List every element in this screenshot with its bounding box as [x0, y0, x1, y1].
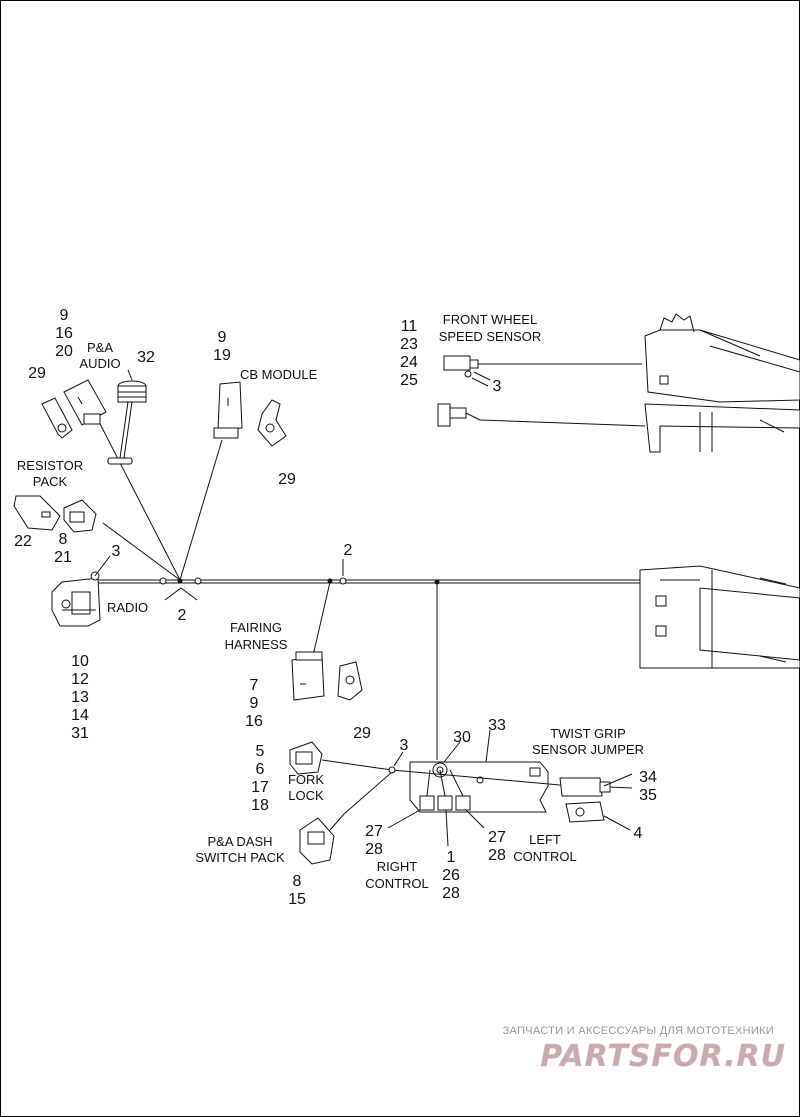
callout: 9: [250, 695, 259, 712]
label-twist-grip-2: SENSOR JUMPER: [532, 742, 644, 757]
callout: 13: [71, 689, 89, 706]
speed-sensor: [443, 355, 642, 387]
radio-unit: [51, 571, 101, 627]
callout: 1: [447, 849, 456, 866]
callout: 16: [55, 325, 73, 342]
callout: 9: [60, 307, 69, 324]
callout: 20: [55, 343, 73, 360]
watermark: ЗАПЧАСТИ И АКСЕССУАРЫ ДЛЯ МОТОТЕХНИКИ PA…: [503, 1025, 786, 1074]
label-p-a-audio-2: AUDIO: [79, 356, 120, 371]
label-left-control-2: CONTROL: [513, 849, 577, 864]
callout-numbers: 9 16 20 29 32 9 19 29 22 8 21 3 2 2 10 1…: [14, 307, 657, 908]
callout: 28: [365, 841, 383, 858]
watermark-brand: PARTSFOR.RU: [540, 1039, 786, 1074]
callout: 8: [59, 531, 68, 548]
callout: 24: [400, 354, 418, 371]
label-cb-module: CB MODULE: [240, 367, 318, 382]
label-twist-grip-1: TWIST GRIP: [550, 726, 626, 741]
callout: 28: [442, 885, 460, 902]
callout: 5: [256, 743, 265, 760]
callout: 35: [639, 787, 657, 804]
label-p-a-audio-1: P&A: [87, 340, 113, 355]
callout: 33: [488, 717, 506, 734]
callout: 34: [639, 769, 657, 786]
callout: 4: [634, 825, 643, 842]
label-fairing-harness-2: HARNESS: [225, 637, 288, 652]
label-front-wheel-2: SPEED SENSOR: [439, 329, 542, 344]
callout: 26: [442, 867, 460, 884]
callout: 22: [14, 533, 32, 550]
watermark-tagline: ЗАПЧАСТИ И АКСЕССУАРЫ ДЛЯ МОТОТЕХНИКИ: [503, 1025, 774, 1037]
callout: 2: [178, 607, 187, 624]
callout: 7: [250, 677, 259, 694]
fairing-harness-connector: [291, 651, 325, 701]
fork-frame-top: [644, 313, 800, 453]
fork-lock-connector: [289, 741, 393, 775]
callout: 31: [71, 725, 89, 742]
component-labels: P&A AUDIO CB MODULE RESISTOR PACK RADIO …: [17, 312, 644, 891]
callout: 29: [278, 471, 296, 488]
p-a-audio-connector: [63, 379, 107, 426]
callout: 28: [488, 847, 506, 864]
dash-switch-connector: [299, 771, 393, 865]
label-dash-switch-1: P&A DASH: [207, 834, 272, 849]
resistor-connector: [63, 499, 97, 533]
label-fork-lock-1: FORK: [288, 772, 324, 787]
harness-clip: [159, 577, 440, 601]
control-clip: [388, 766, 396, 774]
label-fork-lock-2: LOCK: [288, 788, 324, 803]
callout: 30: [453, 729, 471, 746]
callout: 9: [218, 329, 227, 346]
callout: 18: [251, 797, 269, 814]
callout: 17: [251, 779, 269, 796]
callout: 29: [28, 365, 46, 382]
label-radio: RADIO: [107, 600, 148, 615]
callout: 15: [288, 891, 306, 908]
callout: 23: [400, 336, 418, 353]
label-resistor-pack-1: RESISTOR: [17, 458, 83, 473]
callout: 12: [71, 671, 89, 688]
cb-module-connector: [213, 381, 243, 439]
callout: 21: [54, 549, 72, 566]
callout: 16: [245, 713, 263, 730]
callout: 27: [488, 829, 506, 846]
label-resistor-pack-2: PACK: [33, 474, 68, 489]
label-right-control-2: CONTROL: [365, 876, 429, 891]
label-fairing-harness-1: FAIRING: [230, 620, 282, 635]
main-harness: [92, 413, 640, 760]
callout: 6: [256, 761, 265, 778]
callout: 14: [71, 707, 89, 724]
callout: 29: [353, 725, 371, 742]
leader-lines: [94, 369, 633, 847]
callout: 27: [365, 823, 383, 840]
label-left-control-1: LEFT: [529, 832, 561, 847]
callout: 11: [401, 318, 418, 335]
label-dash-switch-2: SWITCH PACK: [195, 850, 285, 865]
callout: 3: [112, 543, 121, 560]
jumper-connector: [559, 777, 611, 797]
callout: 10: [71, 653, 89, 670]
callout: 25: [400, 372, 418, 389]
jumper-bracket: [565, 801, 605, 823]
label-right-control-1: RIGHT: [377, 859, 418, 874]
callout: 3: [493, 378, 502, 395]
callout: 32: [137, 349, 155, 366]
cb-bracket: [257, 399, 287, 447]
callout: 3: [400, 737, 409, 754]
speed-sensor-lower: [437, 403, 646, 427]
fairing-bracket: [337, 661, 363, 701]
callout: 2: [344, 542, 353, 559]
label-front-wheel-1: FRONT WHEEL: [443, 312, 537, 327]
audio-antenna-connector: [107, 380, 147, 465]
resistor-pack: [13, 495, 61, 531]
audio-bracket: [41, 397, 73, 439]
switch-terminal-block: [419, 769, 471, 811]
fork-frame-middle: [639, 565, 800, 669]
callout: 19: [213, 347, 231, 364]
callout: 8: [293, 873, 302, 890]
